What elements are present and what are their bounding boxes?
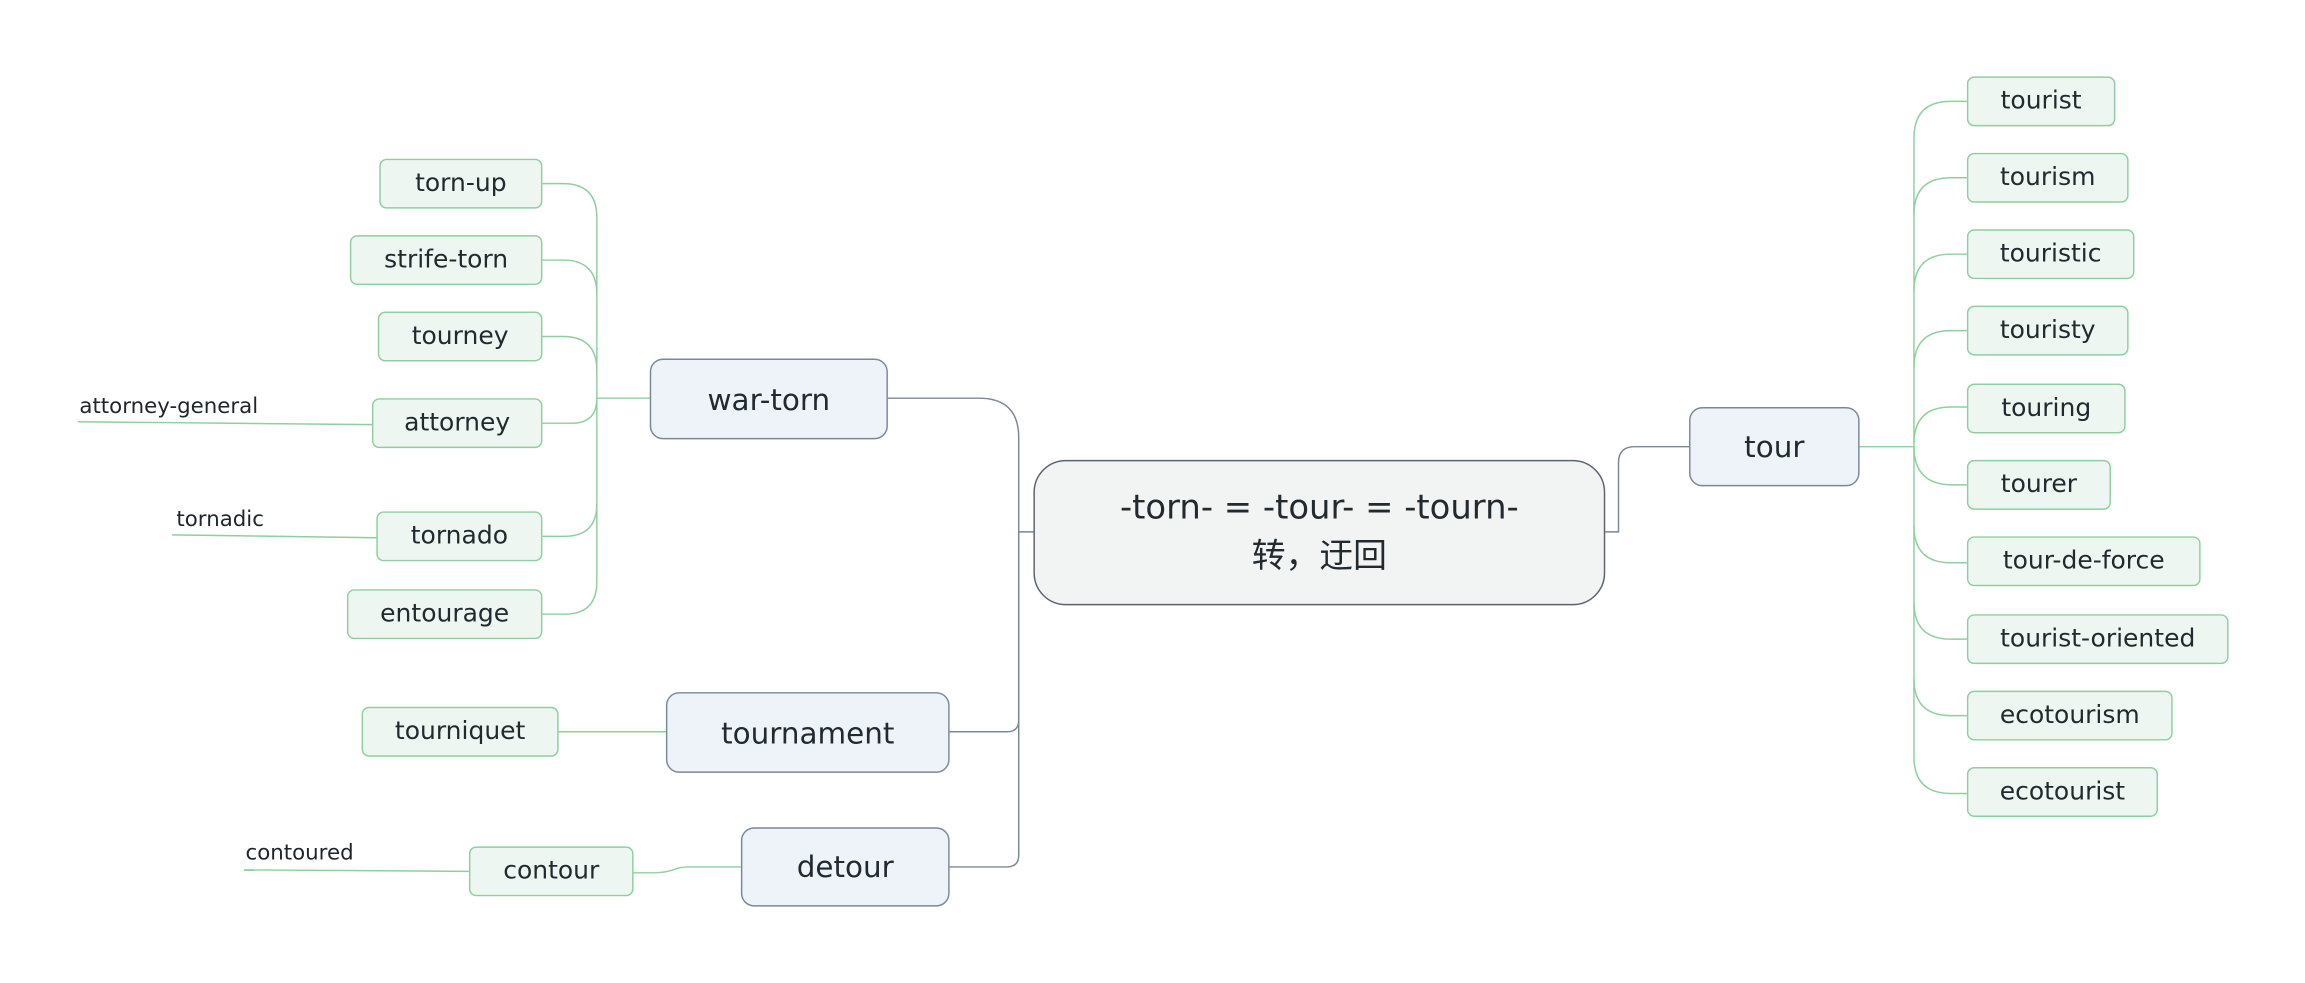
- subtopic-strife-torn[interactable]: strife-torn: [349, 235, 543, 286]
- connector-strife-torn: [542, 259, 598, 294]
- floating-topic-contoured[interactable]: contoured: [245, 841, 354, 866]
- topic-war-torn[interactable]: war-torn: [649, 358, 888, 440]
- connector-tourist-oriented: [1913, 526, 1967, 640]
- connector-tourney: [542, 335, 598, 371]
- subtopic-contour[interactable]: contour: [468, 846, 634, 897]
- subtopic-tornado[interactable]: tornado: [376, 511, 543, 562]
- connector-attorney-general: [77, 420, 372, 426]
- connector-entourage: [542, 503, 598, 615]
- connector-tourer: [1913, 446, 1967, 486]
- subtopic-ecotourist[interactable]: ecotourist: [1966, 767, 2158, 817]
- floating-topic-tornadic[interactable]: tornadic: [176, 508, 264, 532]
- connector-touristy: [1913, 329, 1967, 368]
- connector-tornadic: [171, 534, 377, 539]
- subtopic-tourism[interactable]: tourism: [1966, 152, 2129, 203]
- subtopic-touristic[interactable]: touristic: [1966, 229, 2135, 280]
- connector-torn-up: [542, 182, 598, 399]
- subtopic-tourney[interactable]: tourney: [377, 311, 543, 362]
- connector-contour: [633, 866, 741, 874]
- subtopic-torn-up[interactable]: torn-up: [379, 158, 543, 209]
- connector-touring: [1913, 406, 1967, 444]
- subtopic-tourist[interactable]: tourist: [1966, 76, 2116, 127]
- subtopic-tour-de-force[interactable]: tour-de-force: [1966, 536, 2201, 587]
- subtopic-entourage[interactable]: entourage: [346, 589, 543, 640]
- topic-detour[interactable]: detour: [740, 827, 950, 907]
- connector-ecotourism: [1913, 602, 1967, 717]
- subtopic-tourist-oriented[interactable]: tourist-oriented: [1966, 614, 2229, 665]
- floating-topic-attorney-general[interactable]: attorney-general: [79, 395, 259, 419]
- connector-tourism: [1913, 177, 1967, 215]
- connector-central-tournament: [949, 531, 1020, 733]
- connector-central-tour: [1605, 445, 1690, 533]
- topic-tournament[interactable]: tournament: [665, 692, 950, 773]
- connector-attorney: [542, 398, 598, 424]
- subtopic-touring[interactable]: touring: [1966, 383, 2126, 434]
- connector-contoured: [244, 869, 469, 873]
- subtopic-attorney[interactable]: attorney: [371, 398, 543, 449]
- connector-ecotourist: [1913, 678, 1967, 795]
- connector-tourist: [1913, 100, 1967, 447]
- topic-tour[interactable]: tour: [1689, 407, 1860, 487]
- central-topic-line2: 转，迂回: [1251, 537, 1387, 576]
- central-topic-line1: -torn- = -tour- = -tourn-: [1119, 488, 1519, 527]
- subtopic-ecotourism[interactable]: ecotourism: [1966, 690, 2173, 741]
- subtopic-tourer[interactable]: tourer: [1966, 459, 2111, 510]
- subtopic-touristy[interactable]: touristy: [1966, 305, 2129, 356]
- connector-central-war-torn: [887, 397, 1034, 533]
- connector-central-detour: [949, 531, 1020, 868]
- connector-touristic: [1913, 253, 1967, 291]
- connector-tour-de-force: [1913, 446, 1967, 564]
- subtopic-tourniquet[interactable]: tourniquet: [361, 706, 559, 757]
- central-topic[interactable]: -torn- = -tour- = -tourn- 转，迂回: [1033, 459, 1606, 606]
